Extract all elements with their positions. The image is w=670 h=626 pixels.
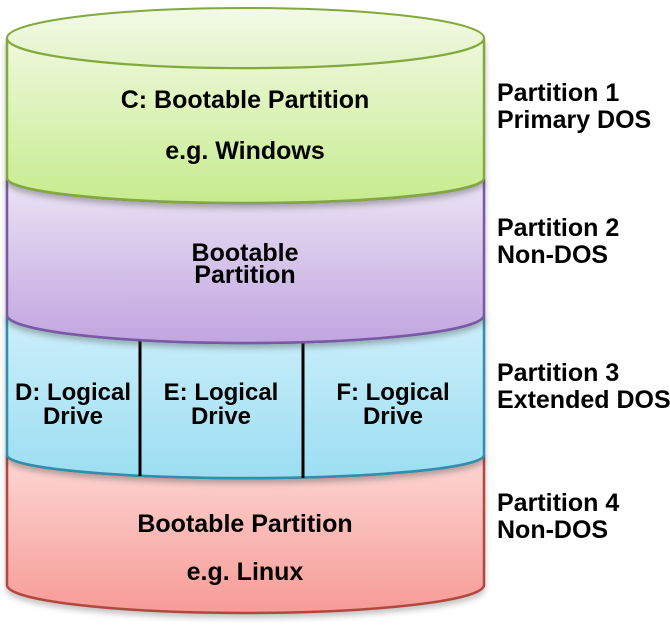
drive-f-label-line1: F: Logical — [336, 379, 450, 406]
drive-d-label-line2: Drive — [42, 403, 104, 430]
drive-e-label-line2: Drive — [190, 403, 252, 430]
partition4-band-text-line1: Bootable Partition — [137, 510, 353, 538]
drive-f-label-line2: Drive — [362, 403, 424, 430]
partition2-band-text-line2: Partition — [194, 261, 296, 289]
partition4-side-label-line1: Partition 4 — [497, 489, 620, 517]
partition2-side-label-line1: Partition 2 — [497, 214, 620, 242]
partition1-band-text-line2: e.g. Windows — [165, 137, 325, 165]
partition4-band-text-line2: e.g. Linux — [186, 558, 304, 586]
partition2-side-label-line2: Non-DOS — [497, 241, 609, 269]
partition3-side-label-line2: Extended DOS — [497, 386, 670, 414]
partition1-side-label-line2: Primary DOS — [497, 106, 652, 134]
partition1-side-label-line1: Partition 1 — [497, 79, 620, 107]
drive-d-label-line1: D: Logical — [14, 379, 132, 406]
partition1-side-label: Partition 1 Primary DOS — [497, 80, 651, 134]
partition2-side-label: Partition 2 Non-DOS — [497, 215, 619, 269]
cylinder-top-ellipse — [6, 7, 485, 69]
partition4-side-label: Partition 4 Non-DOS — [497, 490, 619, 544]
partition3-side-label: Partition 3 Extended DOS — [497, 360, 670, 414]
partition4-side-label-line2: Non-DOS — [497, 516, 609, 544]
partition2-band-text-line1: Bootable — [191, 239, 299, 267]
partition1-band-text-line1: C: Bootable Partition — [120, 86, 370, 114]
drive-e-label-line1: E: Logical — [163, 379, 279, 406]
partition3-side-label-line1: Partition 3 — [497, 359, 620, 387]
